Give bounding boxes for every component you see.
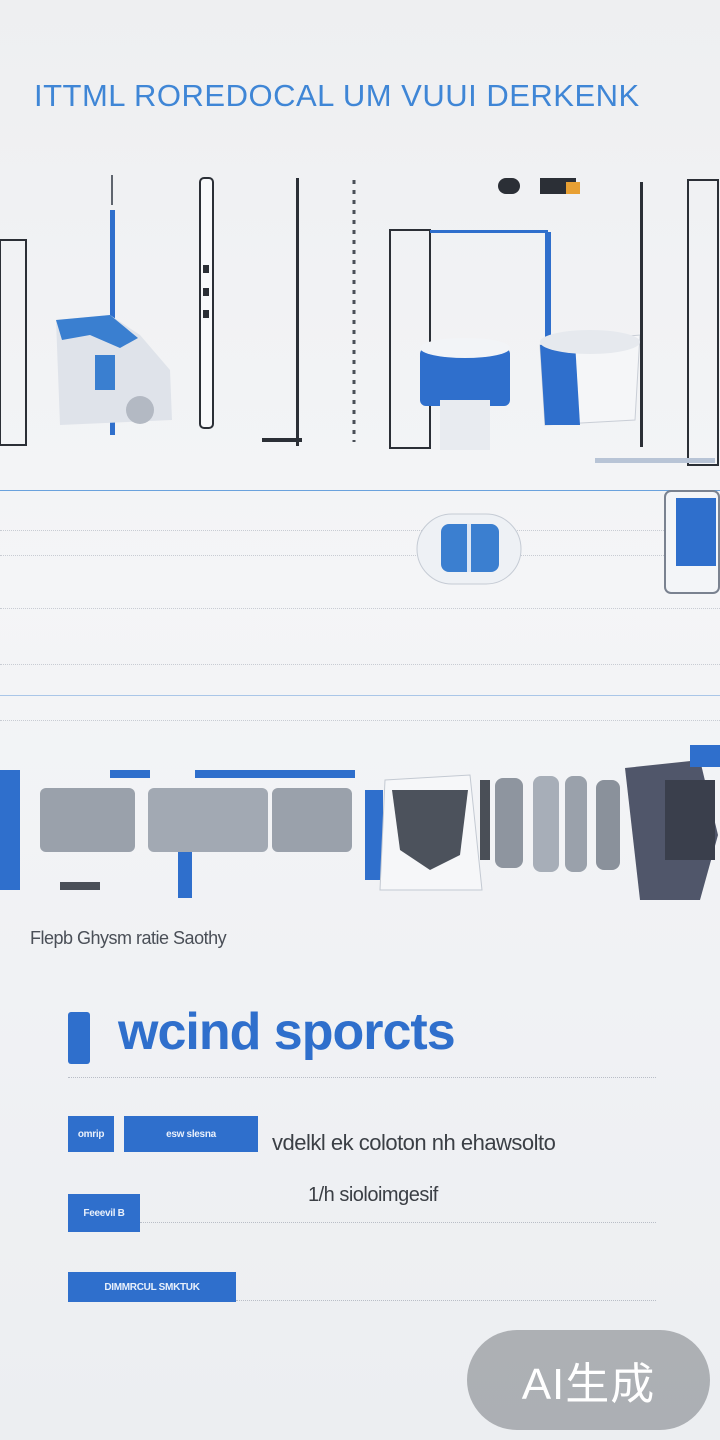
row-tag[interactable]: Feeevil B (68, 1194, 140, 1232)
measure-bar (0, 239, 27, 446)
toilet-product (365, 774, 483, 891)
divider-line (236, 1300, 656, 1301)
device-card (664, 490, 720, 594)
blender-product (56, 315, 172, 425)
measure-bar (199, 177, 214, 429)
headline: wcind sporcts (118, 1003, 456, 1061)
page-title: ITTML ROREDOCAL UM VUUI DERKENK (34, 78, 640, 113)
divider-line (0, 555, 720, 556)
row-tag[interactable]: DIMMRCUL SMKTUK (68, 1272, 236, 1302)
measure-bar (262, 178, 302, 446)
roller-product (0, 770, 355, 898)
measure-bar (595, 179, 719, 466)
measure-bar (389, 178, 580, 449)
divider-line (0, 695, 720, 696)
bowl-product (539, 330, 641, 426)
product-illustration-panel (0, 175, 719, 466)
divider-line (0, 664, 720, 665)
ai-generated-watermark: AI生成 (467, 1330, 710, 1430)
headline-accent-bar (68, 1012, 90, 1064)
capsule-product (416, 513, 522, 585)
divider-line (0, 608, 720, 609)
row-tag[interactable]: omrip (68, 1116, 114, 1152)
divider-line (0, 530, 720, 531)
row-tag[interactable]: esw slesna (124, 1116, 258, 1152)
dryer-product (625, 745, 720, 900)
appliance-strip (0, 745, 720, 900)
row-text: 1/h sioloimgesif (308, 1184, 438, 1206)
divider-line (68, 1077, 656, 1078)
divider-line (0, 720, 720, 721)
gear-stack-product (480, 776, 620, 872)
cup-product (420, 338, 510, 450)
gallery-caption: Flepb Ghysm ratie Saothy (30, 928, 227, 948)
divider-line (0, 490, 720, 491)
divider-line (140, 1222, 656, 1223)
row-text: vdelkl ek coloton nh ehawsolto (272, 1130, 556, 1155)
